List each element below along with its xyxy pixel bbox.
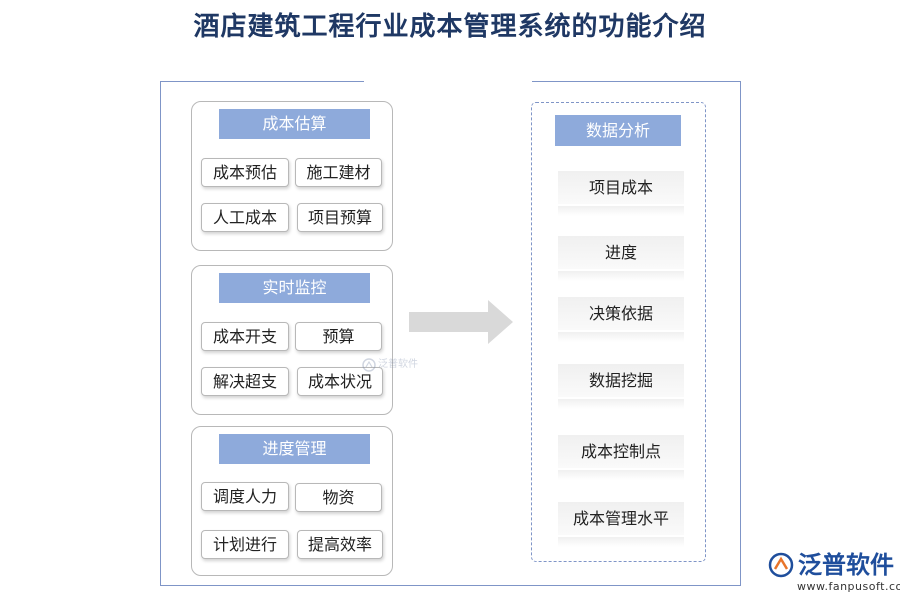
brand-url: www.fanpusoft.com xyxy=(797,580,900,593)
item-chip: 人工成本 xyxy=(201,203,289,232)
brand-logo-icon xyxy=(768,552,794,578)
analysis-item: 成本控制点 xyxy=(558,435,684,480)
right-arrow-icon xyxy=(409,300,513,344)
frame-top-right-line xyxy=(532,81,741,82)
item-chip: 解决超支 xyxy=(201,367,289,396)
frame-top-left-line xyxy=(160,81,364,82)
item-chip: 提高效率 xyxy=(297,530,383,559)
group-header: 实时监控 xyxy=(219,273,370,303)
group-cost-estimation: 成本估算 成本预估 施工建材 人工成本 项目预算 xyxy=(191,101,393,251)
analysis-item: 数据挖掘 xyxy=(558,364,684,409)
item-chip: 物资 xyxy=(295,483,382,512)
item-chip: 施工建材 xyxy=(295,158,382,187)
item-chip: 成本状况 xyxy=(297,367,383,396)
page-title: 酒店建筑工程行业成本管理系统的功能介绍 xyxy=(193,12,707,42)
analysis-item: 成本管理水平 xyxy=(558,502,684,547)
outer-frame xyxy=(160,81,741,586)
analysis-header: 数据分析 xyxy=(555,115,681,146)
watermark: 泛普软件 xyxy=(362,358,418,372)
item-chip: 预算 xyxy=(295,322,382,351)
analysis-panel xyxy=(531,102,706,562)
watermark-text: 泛普软件 xyxy=(378,359,418,370)
item-chip: 计划进行 xyxy=(201,530,289,559)
brand-logo-text: 泛普软件 xyxy=(798,551,894,579)
analysis-item: 项目成本 xyxy=(558,171,684,216)
brand-logo: 泛普软件 xyxy=(768,552,894,578)
analysis-item: 进度 xyxy=(558,236,684,281)
watermark-logo-icon xyxy=(362,358,376,372)
group-progress-management: 进度管理 调度人力 物资 计划进行 提高效率 xyxy=(191,426,393,576)
item-chip: 项目预算 xyxy=(297,203,383,232)
group-header: 成本估算 xyxy=(219,109,370,139)
group-real-time-monitoring: 实时监控 成本开支 预算 解决超支 成本状况 xyxy=(191,265,393,415)
analysis-item: 决策依据 xyxy=(558,297,684,342)
item-chip: 成本开支 xyxy=(201,322,289,351)
group-header: 进度管理 xyxy=(219,434,370,464)
item-chip: 调度人力 xyxy=(201,482,289,511)
item-chip: 成本预估 xyxy=(201,158,289,187)
